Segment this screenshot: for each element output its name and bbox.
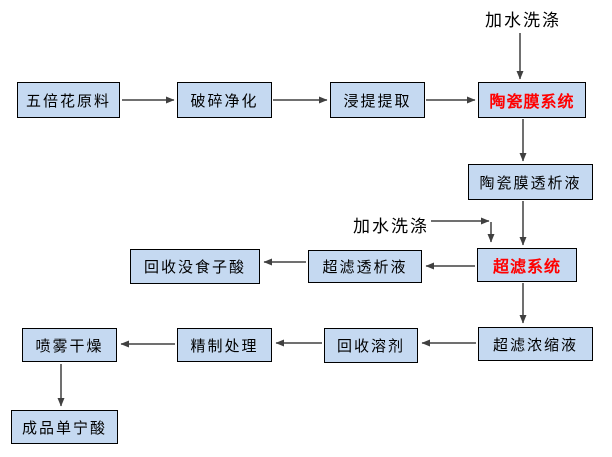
node-recovered-solvent: 回收溶剂 xyxy=(324,328,418,363)
label-add-water-wash-top: 加水洗涤 xyxy=(485,11,561,30)
label-add-water-wash-mid: 加水洗涤 xyxy=(353,217,429,236)
node-crushing-purification: 破碎净化 xyxy=(177,82,272,118)
node-refining-treatment: 精制处理 xyxy=(177,328,272,362)
node-ceramic-membrane-dialysate: 陶瓷膜透析液 xyxy=(468,164,593,200)
node-recovered-gallic-acid: 回收没食子酸 xyxy=(130,249,260,284)
node-raw-material: 五倍花原料 xyxy=(17,82,120,118)
node-ultrafiltration-dialysate: 超滤透析液 xyxy=(308,250,422,283)
node-ultrafiltration-system: 超滤系统 xyxy=(477,248,577,282)
node-ultrafiltration-concentrate: 超滤浓缩液 xyxy=(478,327,593,361)
node-spray-drying: 喷雾干燥 xyxy=(22,328,117,362)
node-finished-tannic-acid: 成品单宁酸 xyxy=(11,410,118,444)
node-ceramic-membrane-system: 陶瓷膜系统 xyxy=(478,82,586,118)
node-leaching-extraction: 浸提提取 xyxy=(330,82,425,118)
